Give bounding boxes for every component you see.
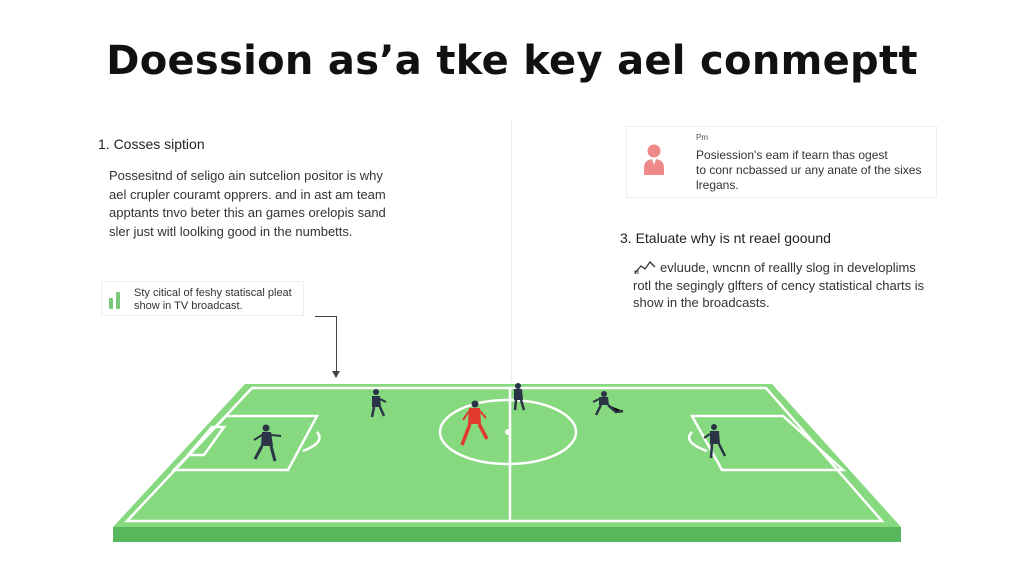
section-1-line: ael crupler couramt opprers. and in ast … [109, 186, 386, 202]
section-3-line: evluude, wncnn of reallly slog in develo… [660, 260, 916, 275]
stat-callout-line: Sty citical of feshy statiscal pleat [134, 287, 292, 299]
player-red [460, 400, 489, 446]
player [592, 391, 624, 416]
diagram-title: Doession as’a tke key ael conmeptt [106, 38, 918, 84]
card-text: Posiession's eam if tearn thas ogest to … [696, 148, 936, 193]
centre-spot [505, 429, 511, 435]
player [513, 383, 526, 411]
callout-connector [315, 316, 336, 317]
section-1-line: sler just witl loolking good in the numb… [109, 223, 353, 239]
section-1-body: Possesitnd of seligo ain sutcelion posit… [109, 167, 409, 241]
stat-callout-text: Sty citical of feshy statiscal pleat sho… [134, 287, 304, 312]
player [253, 424, 282, 462]
section-1-line: apptants tnvo beter this an games orelop… [109, 205, 386, 220]
possession-card: Pm Posiession's eam if tearn thas ogest … [626, 126, 937, 198]
stat-callout-box: Sty citical of feshy statiscal pleat sho… [101, 281, 304, 316]
section-3-line: rotl the segingly glfters of cency stati… [633, 277, 925, 293]
arrow-down-icon [332, 371, 340, 378]
line-chart-icon [634, 260, 656, 274]
center-divider [511, 120, 512, 382]
person-icon [644, 144, 664, 175]
card-line: to conr ncbassed ur any anate of the six… [696, 163, 922, 177]
section-3-body: evluude, wncnn of reallly slog in develo… [633, 259, 940, 312]
pitch-surface [113, 384, 901, 542]
callout-connector-drop [336, 316, 337, 372]
section-1-heading: 1. Cosses siption [98, 136, 205, 152]
bar-chart-icon [109, 291, 123, 309]
pitch-markings [124, 386, 885, 523]
player [703, 424, 727, 459]
card-line: lregans. [696, 178, 739, 192]
stat-callout-line: show in TV broadcast. [134, 299, 243, 312]
card-small-label: Pm [696, 133, 708, 142]
section-3-heading: 3. Etaluate why is nt reael goound [620, 230, 831, 246]
section-3-line: show in the broadcasts. [633, 295, 770, 310]
section-1-line: Possesitnd of seligo ain sutcelion posit… [109, 168, 383, 183]
card-line: Posiession's eam if tearn thas ogest [696, 148, 888, 162]
player [370, 389, 387, 418]
